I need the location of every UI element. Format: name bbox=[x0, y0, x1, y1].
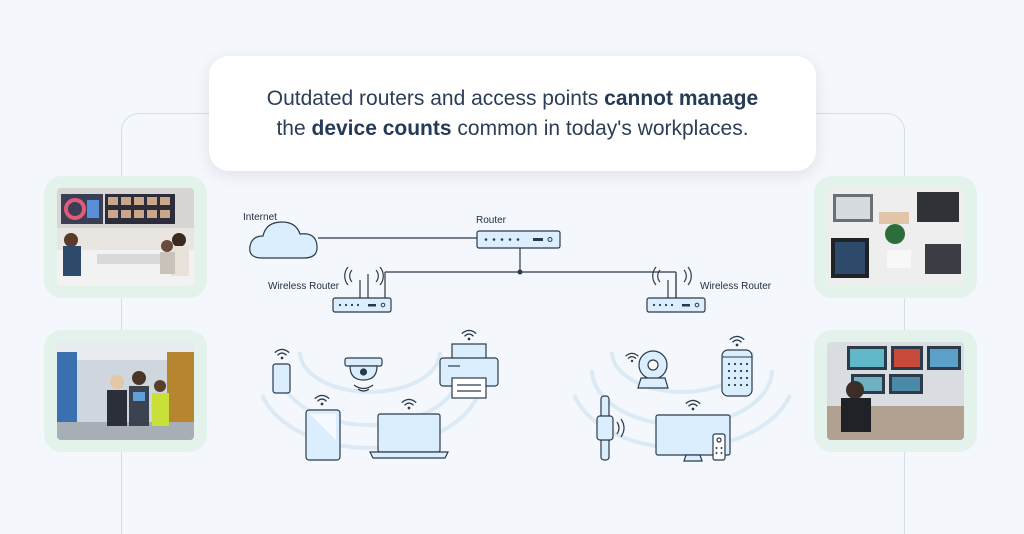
wireless-router-left-label: Wireless Router bbox=[268, 281, 340, 292]
dome-camera-icon bbox=[637, 350, 669, 389]
conference-room-photo bbox=[57, 188, 194, 286]
junction-dot bbox=[517, 269, 523, 275]
headline-line-2: the device counts common in today's work… bbox=[276, 114, 748, 144]
wireless-router-left-icon bbox=[332, 266, 392, 313]
headline-text: common in today's workplaces. bbox=[451, 116, 749, 140]
photo-card-warehouse bbox=[44, 330, 207, 452]
internet-cloud-icon bbox=[249, 221, 318, 259]
headline-emphasis: device counts bbox=[311, 116, 452, 140]
wifi-icon bbox=[685, 399, 701, 411]
wifi-icon bbox=[314, 394, 330, 406]
router-icon bbox=[476, 230, 561, 249]
tablet-icon bbox=[305, 409, 341, 461]
control-room-photo bbox=[827, 342, 964, 440]
internet-label: Internet bbox=[243, 212, 277, 223]
wireless-router-right-icon bbox=[646, 266, 706, 313]
router-label: Router bbox=[476, 215, 507, 226]
tv-icon bbox=[655, 414, 731, 462]
wifi-icon bbox=[274, 348, 290, 360]
smartwatch-icon bbox=[596, 395, 625, 461]
network-diagram: Internet Router Wireless Router Wireless… bbox=[243, 212, 792, 462]
headline-callout: Outdated routers and access points canno… bbox=[209, 56, 816, 171]
wireless-router-right-label: Wireless Router bbox=[700, 281, 772, 292]
smartphone-icon bbox=[272, 363, 291, 394]
warehouse-team-photo bbox=[57, 342, 194, 440]
headline-line-1: Outdated routers and access points canno… bbox=[267, 84, 758, 114]
wifi-icon bbox=[729, 335, 745, 347]
photo-card-desk bbox=[814, 176, 977, 298]
headline-text: the bbox=[276, 116, 312, 140]
wifi-icon bbox=[401, 398, 417, 410]
printer-icon bbox=[439, 343, 499, 399]
laptop-icon bbox=[369, 413, 449, 459]
network-links bbox=[318, 237, 677, 300]
wifi-icon bbox=[461, 329, 477, 341]
photo-card-control-room bbox=[814, 330, 977, 452]
smart-speaker-icon bbox=[721, 349, 753, 397]
photo-card-conference bbox=[44, 176, 207, 298]
headline-text: Outdated routers and access points bbox=[266, 86, 605, 110]
desk-laptops-photo bbox=[827, 188, 964, 286]
wifi-icon bbox=[624, 352, 640, 363]
headline-emphasis: cannot manage bbox=[604, 86, 759, 110]
security-camera-icon bbox=[344, 357, 383, 392]
remote-control-icon bbox=[712, 433, 726, 461]
